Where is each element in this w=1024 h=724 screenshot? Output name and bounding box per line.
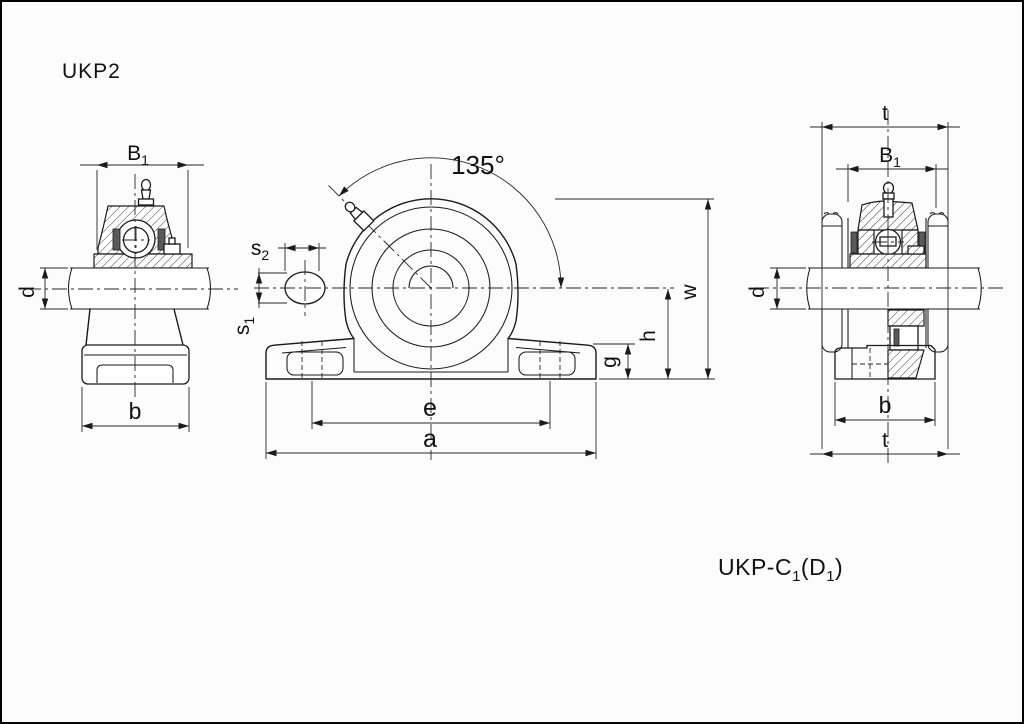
dimension-s2: s2: [251, 237, 326, 271]
dimension-g: g: [593, 343, 635, 379]
dimension-e: e: [311, 381, 551, 429]
section-view-right: t B1 d b t: [746, 102, 1004, 467]
side-view-left: B1 d b: [16, 142, 238, 432]
grease-nipple-right: [882, 181, 895, 200]
set-screw-collar: [163, 243, 181, 255]
dimension-s1: s1: [231, 268, 287, 335]
grease-nipple: [137, 178, 155, 206]
dim-label-w: w: [678, 284, 701, 301]
front-view: 135° s2 s1 e: [231, 150, 715, 460]
dimension-d-right: d: [746, 267, 806, 310]
dim-label-a: a: [423, 425, 437, 453]
dim-label-e: e: [423, 394, 437, 422]
dim-label-d-left: d: [16, 286, 39, 298]
dimension-b-left: b: [81, 387, 190, 432]
dimension-b-right: b: [834, 382, 936, 426]
dim-label-s2: s2: [251, 237, 270, 263]
dimension-b1-right: B1: [836, 144, 948, 208]
dim-label-b1-right: B1: [879, 144, 901, 170]
dim-label-t-bottom: t: [882, 429, 888, 452]
dimension-b1-left: B1: [80, 142, 204, 250]
dimension-h: h: [637, 289, 672, 379]
dimension-a: a: [265, 382, 597, 459]
angle-annotation: 135°: [336, 150, 565, 289]
dim-label-g: g: [598, 356, 621, 368]
model-label: UKP-C1(D1): [718, 554, 843, 585]
angle-label-135: 135°: [451, 150, 505, 180]
dimension-t-bottom: t: [810, 429, 960, 458]
page-title: UKP2: [62, 60, 121, 83]
dimension-w: w: [678, 199, 712, 379]
dim-label-b-left: b: [129, 398, 142, 424]
dim-label-h: h: [637, 330, 660, 342]
dimension-d-left: d: [16, 267, 68, 310]
dim-label-d-right: d: [746, 286, 769, 298]
dim-label-t-top: t: [882, 102, 888, 125]
grease-nipple-angled: [344, 201, 375, 232]
dim-label-b-right: b: [879, 392, 892, 418]
dim-label-b1-left: B1: [127, 142, 149, 168]
dimension-t-top: t: [810, 102, 960, 449]
dim-label-s1: s1: [231, 317, 257, 336]
